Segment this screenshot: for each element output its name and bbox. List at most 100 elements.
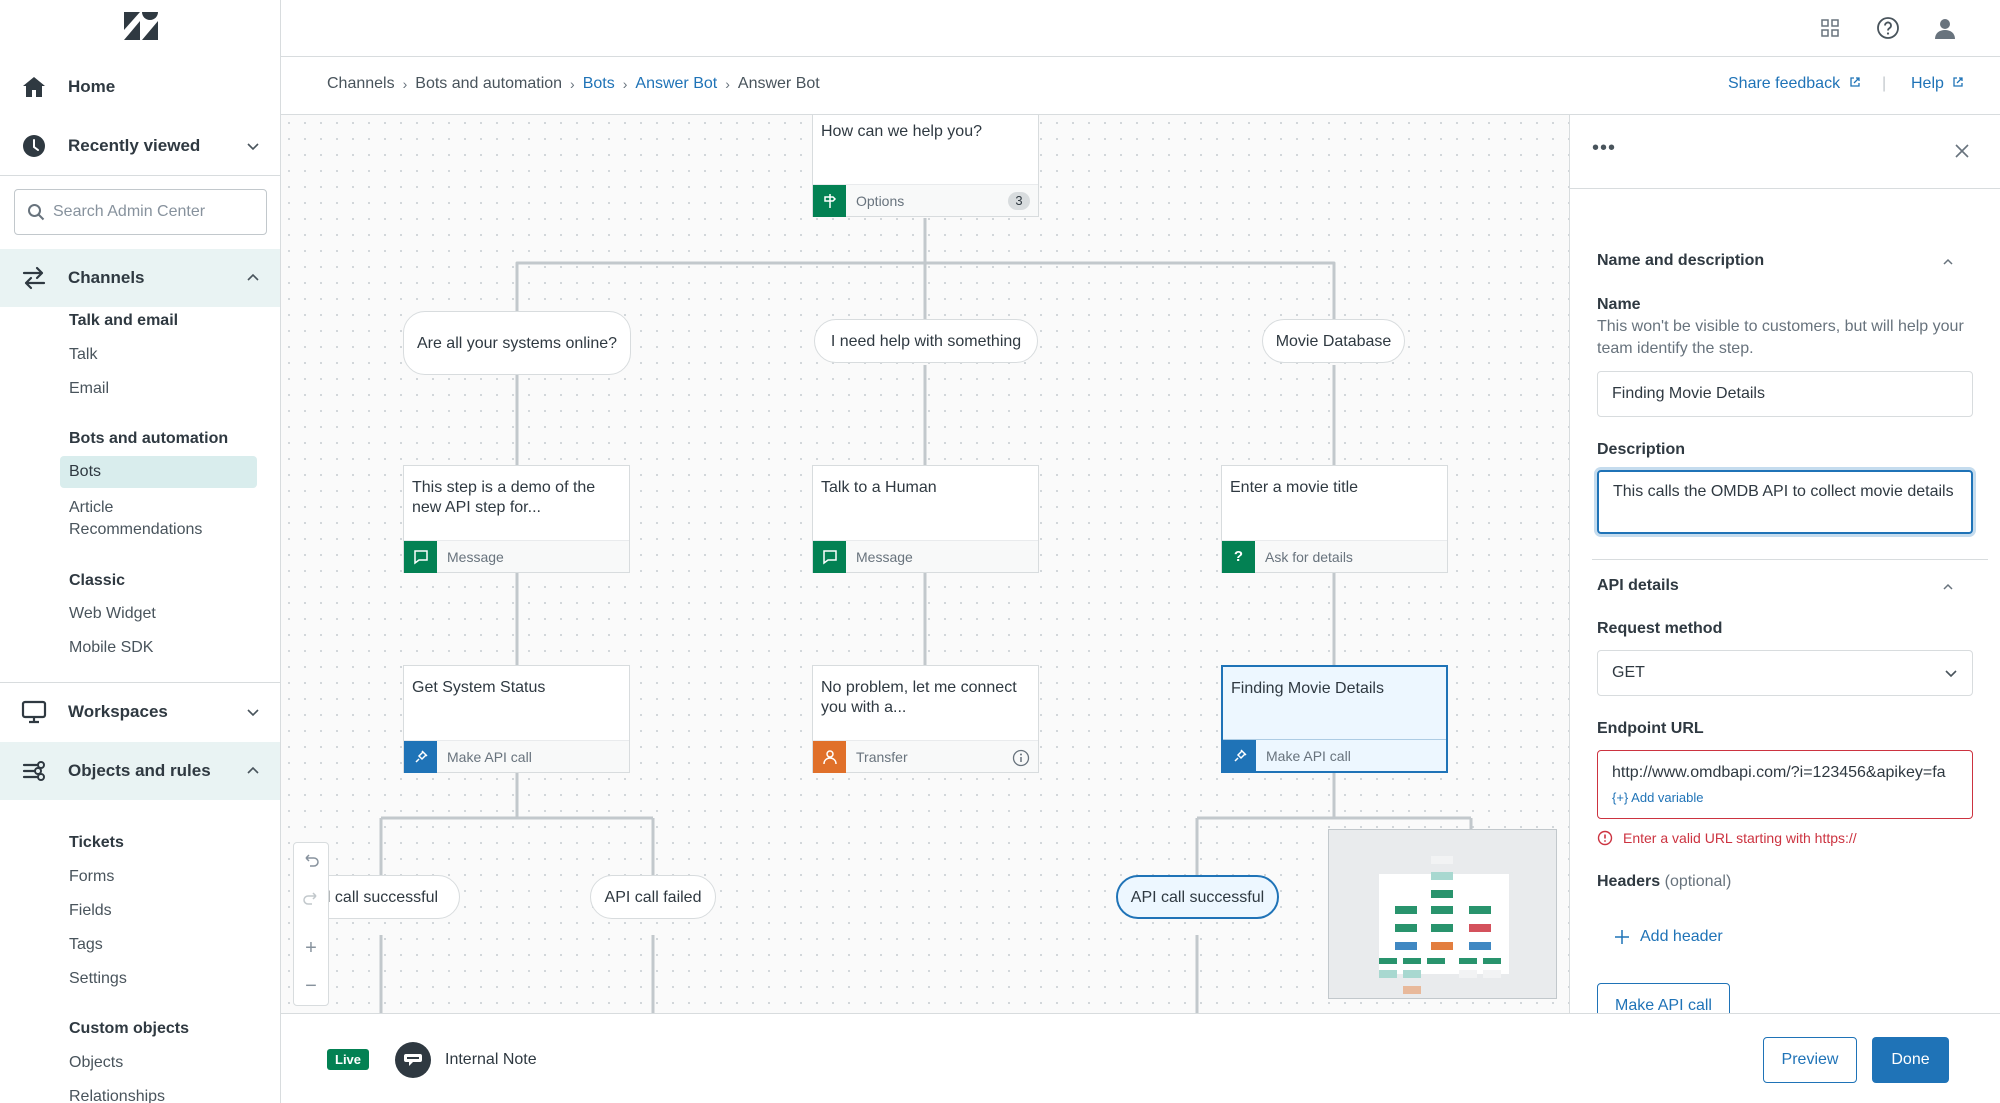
flow-step-message-demo[interactable]: This step is a demo of the new API step …: [403, 465, 630, 573]
search-input[interactable]: [53, 203, 253, 221]
breadcrumb-current: Answer Bot: [737, 75, 820, 92]
flow-minimap[interactable]: [1328, 829, 1557, 999]
step-details-panel: ••• Name and description Name This won't…: [1569, 115, 2000, 1013]
options-icon: [813, 184, 846, 217]
endpoint-url-field[interactable]: http://www.omdbapi.com/?i=123456&apikey=…: [1597, 750, 1973, 819]
description-field[interactable]: This calls the OMDB API to collect movie…: [1597, 470, 1973, 534]
endpoint-error: Enter a valid URL starting with https://: [1597, 830, 1857, 846]
sidebar-item-objects[interactable]: Objects: [69, 1054, 124, 1071]
api-plug-icon: [404, 740, 437, 773]
branch-api-call-successful-left[interactable]: l call successful: [305, 875, 460, 919]
step-footer: Message: [404, 540, 629, 573]
share-feedback-link[interactable]: Share feedback: [1728, 75, 1861, 93]
add-header-button[interactable]: Add header: [1614, 928, 1723, 946]
step-footer: Make API call: [1223, 739, 1446, 772]
step-footer: Transfer: [813, 740, 1038, 773]
flow-step-finding-movie-details[interactable]: Finding Movie Details Make API call: [1221, 665, 1448, 773]
apps-grid-icon[interactable]: [1817, 15, 1843, 41]
flow-step-transfer[interactable]: No problem, let me connect you with a...…: [812, 665, 1039, 773]
info-icon[interactable]: [1012, 749, 1030, 767]
nav-objects-and-rules-label: Objects and rules: [68, 761, 211, 780]
sidebar-item-forms[interactable]: Forms: [69, 868, 115, 885]
sidebar-item-email[interactable]: Email: [69, 380, 110, 397]
group-talk-and-email: Talk and email: [69, 312, 179, 329]
branch-api-call-successful[interactable]: API call successful: [1116, 875, 1279, 919]
chevron-up-icon: [247, 766, 259, 774]
sidebar-item-talk[interactable]: Talk: [69, 346, 98, 363]
zoom-in-icon[interactable]: +: [305, 936, 317, 959]
nav-channels[interactable]: Channels: [0, 249, 280, 307]
breadcrumb-answer-bot[interactable]: Answer Bot: [635, 75, 718, 92]
step-type: Transfer: [856, 748, 908, 765]
group-classic: Classic: [69, 572, 126, 589]
flow-step-options[interactable]: How can we help you? Options 3: [812, 115, 1039, 217]
chevron-right-icon: ›: [402, 76, 408, 92]
sidebar-item-settings[interactable]: Settings: [69, 970, 127, 987]
sidebar-item-mobile-sdk[interactable]: Mobile SDK: [69, 639, 154, 656]
zendesk-logo[interactable]: [124, 12, 158, 40]
canvas-zoom-controls: + −: [293, 842, 329, 1006]
chevron-right-icon: ›: [622, 76, 628, 92]
chat-bubble-icon: [404, 1054, 422, 1066]
api-plug-icon: [1223, 739, 1256, 772]
undo-icon[interactable]: [294, 843, 328, 877]
endpoint-url-label: Endpoint URL: [1597, 720, 1704, 737]
step-type: Make API call: [1266, 747, 1351, 764]
flow-canvas[interactable]: How can we help you? Options 3 Are all y…: [281, 115, 1569, 1013]
group-tickets: Tickets: [69, 834, 124, 851]
sidebar-item-web-widget[interactable]: Web Widget: [69, 605, 156, 622]
minimap-nodes: [1379, 856, 1501, 994]
sidebar-item-tags[interactable]: Tags: [69, 936, 103, 953]
sidebar-item-fields[interactable]: Fields: [69, 902, 112, 919]
external-link-icon: [1849, 77, 1860, 87]
chevron-right-icon: ›: [725, 76, 730, 92]
option-movie-database[interactable]: Movie Database: [1262, 319, 1405, 363]
message-icon: [404, 540, 437, 573]
sidebar-item-relationships[interactable]: Relationships: [69, 1088, 166, 1103]
help-circle-icon[interactable]: [1875, 15, 1901, 41]
step-text: No problem, let me connect you with a...: [821, 679, 1017, 716]
chevron-up-icon[interactable]: [1941, 255, 1955, 269]
branch-api-call-failed[interactable]: API call failed: [590, 875, 716, 919]
nav-objects-and-rules[interactable]: Objects and rules: [0, 742, 280, 800]
flow-step-talk-to-human[interactable]: Talk to a Human Message: [812, 465, 1039, 573]
step-text: Finding Movie Details: [1231, 680, 1384, 697]
nav-recently-viewed[interactable]: Recently viewed: [0, 117, 280, 175]
nav-workspaces[interactable]: Workspaces: [0, 683, 280, 741]
request-method-select[interactable]: GET: [1597, 650, 1973, 696]
sidebar-item-bots[interactable]: Bots: [60, 456, 257, 488]
done-button[interactable]: Done: [1872, 1037, 1949, 1083]
nav-workspaces-label: Workspaces: [68, 702, 168, 721]
breadcrumb-bots[interactable]: Bots: [582, 75, 615, 92]
close-icon[interactable]: [1954, 143, 1970, 159]
bot-name: Internal Note: [445, 1051, 537, 1068]
flow-step-get-system-status[interactable]: Get System Status Make API call: [403, 665, 630, 773]
section-api-details[interactable]: API details: [1597, 577, 1679, 594]
step-type: Message: [447, 548, 504, 565]
nav-home[interactable]: Home: [0, 58, 280, 116]
option-systems-online[interactable]: Are all your systems online?: [403, 311, 631, 375]
flow-step-enter-movie-title[interactable]: Enter a movie title ? Ask for details: [1221, 465, 1448, 573]
chevron-up-icon[interactable]: [1941, 580, 1955, 594]
message-icon: [813, 540, 846, 573]
preview-button[interactable]: Preview: [1763, 1037, 1857, 1083]
question-icon: ?: [1222, 540, 1255, 573]
section-name-and-description[interactable]: Name and description: [1597, 252, 1765, 269]
zoom-out-icon[interactable]: −: [305, 974, 317, 997]
add-variable-button[interactable]: {+} Add variable: [1612, 790, 1704, 805]
endpoint-error-text: Enter a valid URL starting with https://: [1623, 830, 1857, 846]
plus-icon: [1615, 930, 1629, 944]
option-need-help[interactable]: I need help with something: [814, 319, 1038, 363]
more-options-icon[interactable]: •••: [1592, 137, 1617, 159]
step-text: Talk to a Human: [821, 479, 937, 496]
help-link[interactable]: Help: [1911, 75, 1964, 93]
name-field[interactable]: Finding Movie Details: [1597, 371, 1973, 417]
editor-footer: Live Internal Note Preview Done: [281, 1013, 2000, 1103]
user-profile-icon[interactable]: [1932, 15, 1958, 41]
redo-icon[interactable]: [294, 881, 328, 915]
make-api-call-button[interactable]: Make API call: [1597, 983, 1730, 1013]
admin-search[interactable]: [14, 189, 267, 235]
sidebar-item-article-recommendations[interactable]: Article Recommendations: [69, 499, 203, 538]
step-type: Options: [856, 192, 905, 209]
step-type: Message: [856, 548, 913, 565]
